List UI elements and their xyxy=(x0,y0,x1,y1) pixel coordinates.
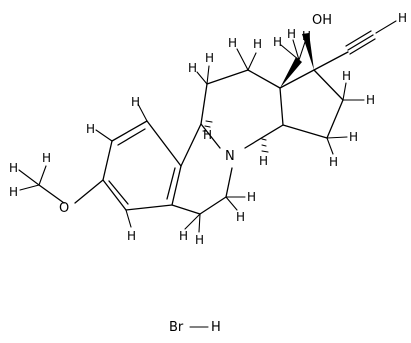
salt-hydrogen-label: H xyxy=(211,320,221,335)
h-label: H xyxy=(131,95,140,109)
h-label: H xyxy=(253,37,262,51)
h-label: H xyxy=(9,185,18,199)
h-label: H xyxy=(228,36,237,50)
h-label: H xyxy=(302,29,311,43)
cyclopentane-ring xyxy=(279,69,344,139)
h-label: H xyxy=(188,61,197,75)
h-label: H xyxy=(273,35,282,49)
h-label: H xyxy=(205,51,214,65)
h-label: H xyxy=(86,122,95,136)
h-label: H xyxy=(259,154,268,168)
h-label: H xyxy=(203,128,212,142)
piperidine-ring xyxy=(171,123,233,215)
methyl-wedge xyxy=(280,57,302,88)
methoxy-oxygen-label: O xyxy=(59,201,69,216)
h-label: H xyxy=(195,233,204,247)
h-label: H xyxy=(398,11,407,25)
h-label: H xyxy=(342,69,351,83)
h-label: H xyxy=(329,155,338,169)
methoxy-group xyxy=(38,179,104,204)
hashed-bond-h-b xyxy=(261,138,269,153)
h-label: H xyxy=(247,190,256,204)
hbr-salt: Br H xyxy=(169,320,221,335)
hydroxyl-label: OH xyxy=(312,13,332,28)
ethynyl-group xyxy=(313,20,397,71)
h-label: H xyxy=(349,130,358,144)
bromine-label: Br xyxy=(169,320,184,335)
h-label: H xyxy=(236,210,245,224)
h-label: H xyxy=(9,161,18,175)
h-label: H xyxy=(366,93,375,107)
nitrogen-label: N xyxy=(225,149,235,164)
hashed-bond-h-a xyxy=(202,120,213,132)
h-label: H xyxy=(127,229,136,243)
h-label: H xyxy=(179,229,188,243)
aromatic-ring xyxy=(102,120,182,211)
upper-ring xyxy=(200,69,284,149)
explicit-h-bonds xyxy=(18,39,365,233)
h-label: H xyxy=(287,27,296,41)
h-label: H xyxy=(42,151,51,165)
